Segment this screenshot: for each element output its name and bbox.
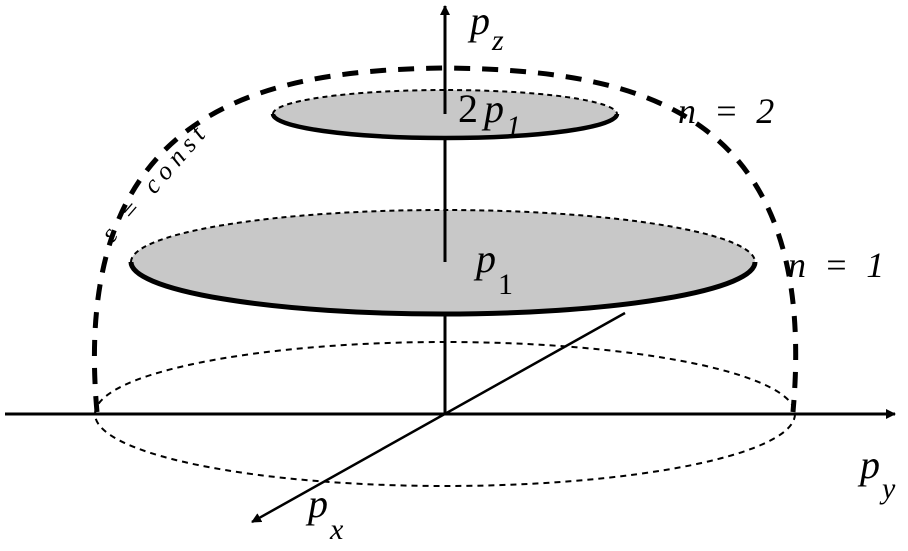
lower-disk-front-edge — [128, 261, 758, 317]
n-upper-label: n = 2 — [678, 91, 774, 131]
lower-disk-fill — [131, 210, 755, 314]
energy-surface-hemisphere — [91, 65, 799, 413]
pz-label: pz — [467, 0, 504, 57]
n-lower-label: n = 1 — [788, 245, 884, 285]
lower-disk — [128, 209, 758, 317]
upper-disk-front-edge — [270, 113, 620, 141]
lower-disk-radius-label: p1 — [473, 236, 513, 301]
px-axis — [251, 311, 626, 524]
px-label: px — [305, 481, 344, 546]
py-label: py — [857, 442, 896, 505]
lower-disk-back-edge — [130, 209, 756, 263]
energy-surface-label: ε = const — [95, 116, 215, 248]
